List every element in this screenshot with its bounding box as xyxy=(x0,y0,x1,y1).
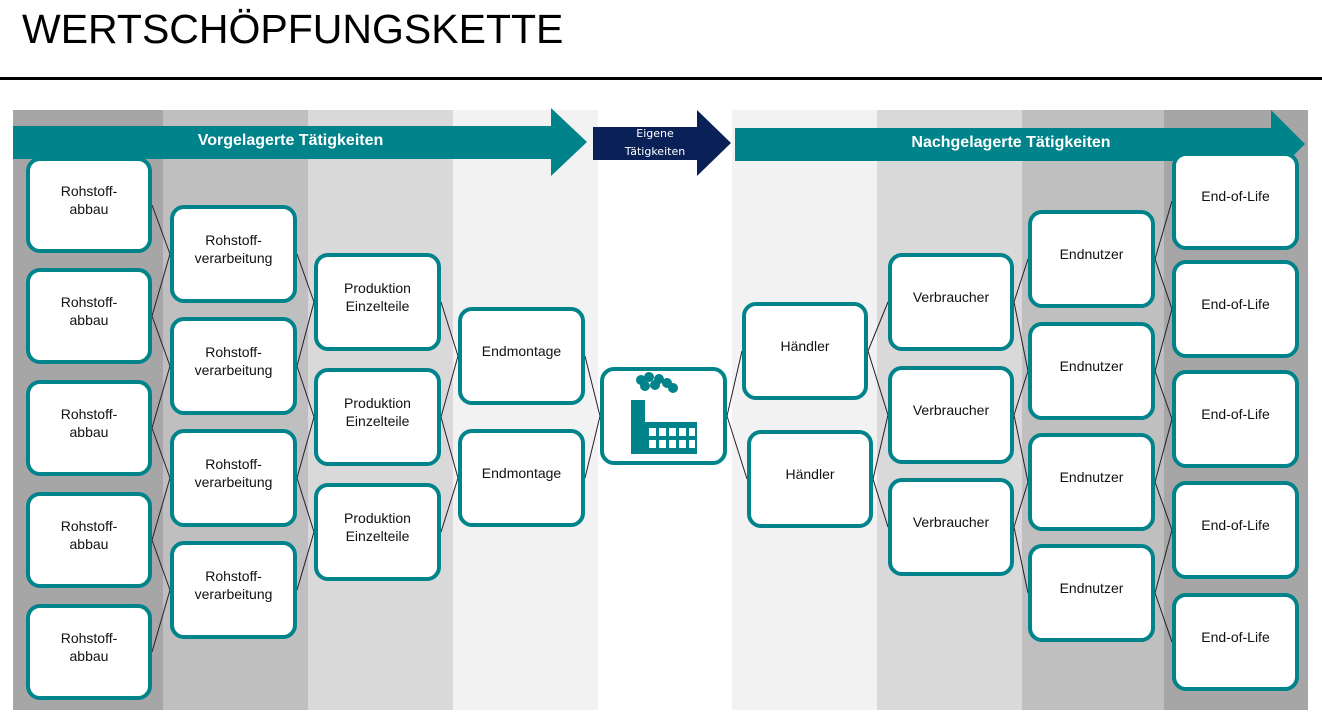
node-rohstoffverarbeitung[interactable]: Rohstoff- verarbeitung xyxy=(170,541,297,639)
node-verbraucher[interactable]: Verbraucher xyxy=(888,478,1014,576)
node-label: Verbraucher xyxy=(912,402,990,418)
node-end-of-life[interactable]: End-of-Life xyxy=(1172,481,1299,579)
node-verbraucher[interactable]: Verbraucher xyxy=(888,366,1014,464)
node-label: Produktion Einzelteile xyxy=(344,280,411,314)
own-activities-label-line2: Tätigkeiten xyxy=(624,145,686,158)
downstream-arrow-label: Nachgelagerte Tätigkeiten xyxy=(911,134,1111,151)
node-own-company[interactable] xyxy=(600,367,727,465)
node-label: Produktion Einzelteile xyxy=(344,395,411,429)
page-title: WERTSCHÖPFUNGSKETTE xyxy=(22,6,564,52)
node-label: Rohstoff- abbau xyxy=(60,630,118,664)
node-label: Rohstoff- abbau xyxy=(60,294,118,328)
node-rohstoffabbau[interactable]: Rohstoff- abbau xyxy=(26,157,152,253)
node-produktion-einzelteile[interactable]: Produktion Einzelteile xyxy=(314,368,441,466)
node-rohstoffabbau[interactable]: Rohstoff- abbau xyxy=(26,268,152,364)
node-label: End-of-Life xyxy=(1201,629,1270,645)
title-divider xyxy=(0,77,1322,80)
node-label: Verbraucher xyxy=(912,514,990,530)
node-endnutzer[interactable]: Endnutzer xyxy=(1028,322,1155,420)
node-verbraucher[interactable]: Verbraucher xyxy=(888,253,1014,351)
node-label: Händler xyxy=(780,338,830,354)
own-activities-label-line1: Eigene xyxy=(636,127,674,140)
upstream-arrow xyxy=(13,108,587,176)
node-label: Endnutzer xyxy=(1059,246,1124,262)
downstream-arrow xyxy=(735,110,1305,178)
node-end-of-life[interactable]: End-of-Life xyxy=(1172,593,1299,691)
band-haendler xyxy=(732,110,877,710)
node-label: End-of-Life xyxy=(1201,406,1270,422)
node-rohstoffabbau[interactable]: Rohstoff- abbau xyxy=(26,604,152,700)
node-endmontage[interactable]: Endmontage xyxy=(458,307,585,405)
node-produktion-einzelteile[interactable]: Produktion Einzelteile xyxy=(314,483,441,581)
node-endnutzer[interactable]: Endnutzer xyxy=(1028,210,1155,308)
node-label: Rohstoff- abbau xyxy=(60,406,118,440)
node-label: Endmontage xyxy=(481,465,562,481)
own-activities-arrow xyxy=(593,110,731,176)
node-label: Händler xyxy=(785,466,835,482)
upstream-arrow-label: Vorgelagerte Tätigkeiten xyxy=(197,132,384,149)
node-end-of-life[interactable]: End-of-Life xyxy=(1172,260,1299,358)
node-label: Rohstoff- verarbeitung xyxy=(194,232,273,266)
node-label: Rohstoff- abbau xyxy=(60,518,118,552)
node-end-of-life[interactable]: End-of-Life xyxy=(1172,152,1299,250)
node-produktion-einzelteile[interactable]: Produktion Einzelteile xyxy=(314,253,441,351)
node-label: End-of-Life xyxy=(1201,188,1270,204)
node-rohstoffverarbeitung[interactable]: Rohstoff- verarbeitung xyxy=(170,429,297,527)
node-endmontage[interactable]: Endmontage xyxy=(458,429,585,527)
node-endnutzer[interactable]: Endnutzer xyxy=(1028,544,1155,642)
node-rohstoffverarbeitung[interactable]: Rohstoff- verarbeitung xyxy=(170,317,297,415)
node-end-of-life[interactable]: End-of-Life xyxy=(1172,370,1299,468)
node-rohstoffverarbeitung[interactable]: Rohstoff- verarbeitung xyxy=(170,205,297,303)
node-label: Produktion Einzelteile xyxy=(344,510,411,544)
node-label: Endmontage xyxy=(481,343,562,359)
node-label: Verbraucher xyxy=(912,289,990,305)
node-label: Endnutzer xyxy=(1059,469,1124,485)
node-label: Rohstoff- abbau xyxy=(60,183,118,217)
factory-icon xyxy=(630,372,697,454)
node-haendler[interactable]: Händler xyxy=(742,302,868,400)
node-label: Endnutzer xyxy=(1059,580,1124,596)
band-endmontage xyxy=(453,110,598,710)
node-haendler[interactable]: Händler xyxy=(747,430,873,528)
node-label: Rohstoff- verarbeitung xyxy=(194,344,273,378)
node-label: Rohstoff- verarbeitung xyxy=(194,456,273,490)
node-label: Endnutzer xyxy=(1059,358,1124,374)
node-label: Rohstoff- verarbeitung xyxy=(194,568,273,602)
node-endnutzer[interactable]: Endnutzer xyxy=(1028,433,1155,531)
node-label: End-of-Life xyxy=(1201,296,1270,312)
node-rohstoffabbau[interactable]: Rohstoff- abbau xyxy=(26,380,152,476)
node-rohstoffabbau[interactable]: Rohstoff- abbau xyxy=(26,492,152,588)
node-label: End-of-Life xyxy=(1201,517,1270,533)
